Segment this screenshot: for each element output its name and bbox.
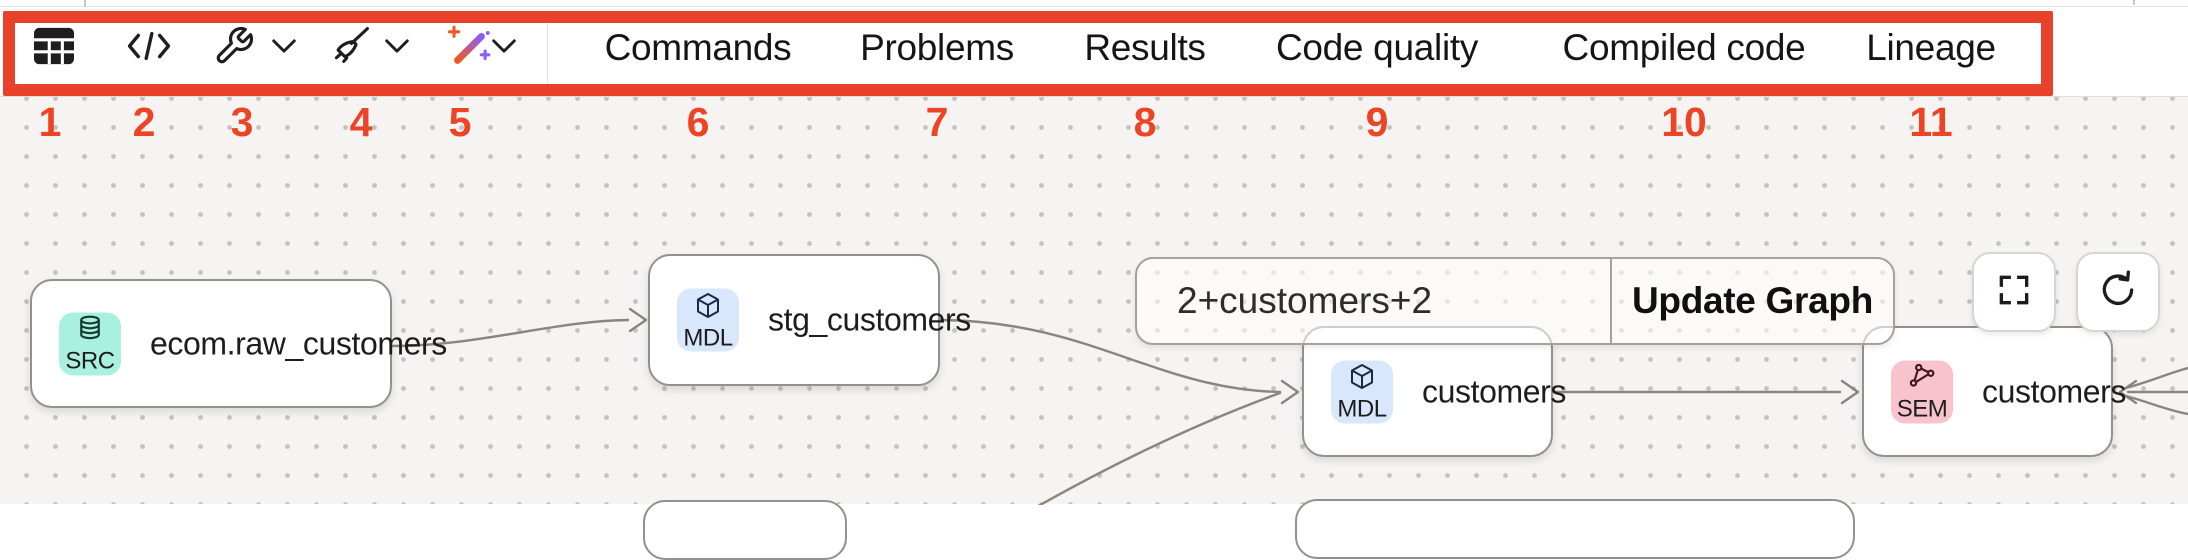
node-title: ecom.raw_customers <box>150 325 447 361</box>
node-title: customers <box>1982 373 2126 409</box>
graph-filter-cell <box>1137 259 1612 343</box>
tab-results[interactable]: Results <box>1084 27 1206 68</box>
annotation-number: 4 <box>349 99 373 145</box>
top-toolbar: Commands Problems Results Code quality C… <box>0 0 2188 96</box>
node-type-badge: MDL <box>1331 360 1393 423</box>
node-type-label: MDL <box>1337 395 1387 423</box>
table-view-button[interactable] <box>30 0 78 96</box>
ai-assist-button[interactable] <box>446 0 492 96</box>
fullscreen-button[interactable] <box>1972 252 2056 332</box>
annotation-number: 2 <box>132 99 156 145</box>
node-ecom-raw-customers[interactable]: SRC ecom.raw_customers <box>30 279 447 408</box>
annotation-number: 11 <box>1909 99 1953 145</box>
clean-button[interactable] <box>328 0 372 96</box>
database-icon <box>75 314 105 349</box>
magic-wand-icon <box>446 23 492 74</box>
ai-assist-dropdown[interactable] <box>492 0 516 96</box>
annotation-number: 1 <box>38 99 62 145</box>
graph-filter-input[interactable] <box>1137 280 1610 322</box>
annotation-number: 6 <box>686 99 710 145</box>
edge-sem-right-up <box>2124 366 2188 390</box>
top-tick <box>84 0 86 7</box>
node-title: customers <box>1422 373 1566 409</box>
graph-filter-group: Update Graph <box>1135 257 1895 345</box>
node-type-badge: MDL <box>677 288 739 352</box>
annotation-number: 5 <box>448 99 472 145</box>
cube-icon <box>693 290 723 325</box>
share-nodes-icon <box>1907 362 1937 397</box>
node-customers-semantic[interactable]: SEM customers <box>1862 326 2126 457</box>
update-graph-button[interactable]: Update Graph <box>1612 259 1893 343</box>
annotation-number: 7 <box>925 99 949 145</box>
tab-lineage[interactable]: Lineage <box>1866 27 1996 68</box>
code-editor-button[interactable] <box>126 0 172 96</box>
top-tick <box>2133 0 2135 5</box>
cube-icon <box>1347 362 1377 397</box>
node-partial-bottom-left[interactable] <box>643 500 847 560</box>
table-icon <box>32 26 76 71</box>
clean-dropdown[interactable] <box>385 0 409 96</box>
node-type-label: SEM <box>1896 395 1948 423</box>
fullscreen-icon <box>1995 271 2033 314</box>
tab-code-quality[interactable]: Code quality <box>1275 27 1479 68</box>
annotation-number: 9 <box>1365 99 1389 145</box>
chevron-down-icon <box>385 38 409 58</box>
edge-offscreen-to-customers <box>1037 391 1282 505</box>
broom-icon <box>328 24 372 73</box>
tab-commands[interactable]: Commands <box>604 27 792 68</box>
node-title: stg_customers <box>768 301 971 338</box>
top-hairline <box>0 6 2188 7</box>
arrowhead-icon <box>628 307 648 333</box>
annotation-number: 3 <box>230 99 254 145</box>
node-type-label: SRC <box>65 347 115 375</box>
node-type-label: MDL <box>683 324 733 351</box>
refresh-button[interactable] <box>2076 252 2160 332</box>
refresh-icon <box>2097 269 2139 316</box>
node-customers-model[interactable]: MDL customers <box>1302 326 1566 457</box>
arrowhead-icon <box>1840 379 1860 405</box>
tools-dropdown[interactable] <box>272 0 296 96</box>
arrowhead-icon <box>1280 379 1300 405</box>
chevron-down-icon <box>272 38 296 58</box>
lineage-canvas[interactable]: 1 2 3 4 5 6 7 8 9 10 11 Update Graph <box>0 96 2188 560</box>
tab-problems[interactable]: Problems <box>860 27 1014 68</box>
tools-button[interactable] <box>213 0 255 96</box>
annotation-number: 8 <box>1133 99 1157 145</box>
edge-sem-right-down <box>2124 394 2188 416</box>
node-type-badge: SRC <box>59 312 121 375</box>
node-partial-bottom-right[interactable] <box>1295 499 1855 559</box>
node-type-badge: SEM <box>1891 360 1953 423</box>
wrench-icon <box>213 25 255 72</box>
tab-compiled-code[interactable]: Compiled code <box>1562 27 1806 68</box>
node-stg-customers[interactable]: MDL stg_customers <box>648 254 971 386</box>
code-icon <box>126 30 172 67</box>
annotation-number: 10 <box>1661 99 1707 145</box>
chevron-down-icon <box>492 38 516 58</box>
toolbar-divider <box>547 14 548 84</box>
update-graph-label: Update Graph <box>1631 280 1874 321</box>
